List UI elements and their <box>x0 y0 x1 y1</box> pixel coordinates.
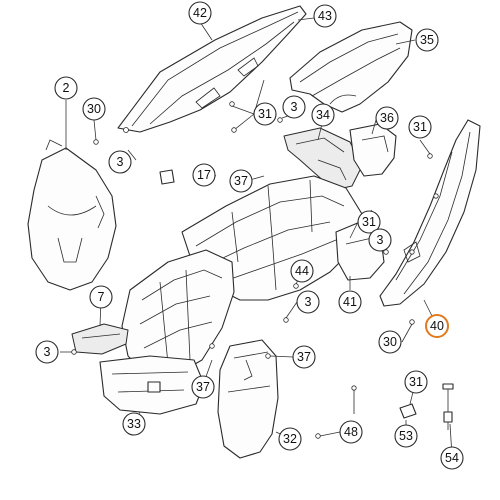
callout-31-center: 31 <box>357 210 381 234</box>
callout-3-upper-center: 3 <box>282 95 306 119</box>
callout-label: 3 <box>305 295 312 309</box>
callout-label: 7 <box>98 290 105 304</box>
callout-label: 2 <box>63 81 70 95</box>
screws <box>71 101 433 439</box>
callout-label: 30 <box>383 335 397 349</box>
callout-31-upper: 31 <box>253 102 277 126</box>
callout-54: 54 <box>440 446 464 470</box>
callout-37-middle: 37 <box>292 345 316 369</box>
callout-17: 17 <box>192 163 216 187</box>
callout-label: 32 <box>283 432 297 446</box>
callout-label: 42 <box>193 6 207 20</box>
callout-label: 37 <box>196 380 210 394</box>
callout-7: 7 <box>89 285 113 309</box>
callout-41: 41 <box>338 290 362 314</box>
lower-mudguard <box>217 339 279 459</box>
callout-31-right: 31 <box>408 115 432 139</box>
callout-3-lower-left: 3 <box>35 340 59 364</box>
callout-3-left: 3 <box>108 150 132 174</box>
callout-label: 40 <box>430 319 444 333</box>
callout-label: 3 <box>377 233 384 247</box>
callouts: 42 43 35 2 30 31 3 34 <box>35 1 464 470</box>
callout-44: 44 <box>290 259 314 283</box>
callout-label: 3 <box>291 100 298 114</box>
callout-label: 43 <box>318 9 332 23</box>
callout-3-center-right: 3 <box>368 228 392 252</box>
callout-30-lower: 30 <box>378 330 402 354</box>
callout-label: 44 <box>295 264 309 278</box>
side-panel-right <box>379 119 481 307</box>
callout-label: 37 <box>234 174 248 188</box>
callout-label: 31 <box>409 375 423 389</box>
callout-label: 36 <box>380 111 394 125</box>
callout-label: 41 <box>343 295 357 309</box>
callout-label: 31 <box>362 215 376 229</box>
callout-36: 36 <box>375 106 399 130</box>
seat-cowl <box>289 21 413 113</box>
callout-30-upper: 30 <box>82 97 106 121</box>
callout-33: 33 <box>122 412 146 436</box>
side-panel-upper <box>117 5 307 133</box>
fender-plate <box>71 323 129 355</box>
callout-42: 42 <box>188 1 212 25</box>
callout-label: 34 <box>316 108 330 122</box>
callout-label: 54 <box>445 451 459 465</box>
callout-label: 53 <box>399 429 413 443</box>
clip-part <box>159 169 175 185</box>
callout-label: 3 <box>117 155 124 169</box>
callout-37-lower: 37 <box>191 375 215 399</box>
callout-label: 30 <box>87 102 101 116</box>
callout-label: 37 <box>297 350 311 364</box>
callout-label: 31 <box>413 120 427 134</box>
callout-label: 35 <box>420 33 434 47</box>
callout-32: 32 <box>278 427 302 451</box>
bolt-parts <box>351 383 454 430</box>
callout-53: 53 <box>394 424 418 448</box>
callout-37-upper: 37 <box>229 169 253 193</box>
callout-label: 48 <box>344 425 358 439</box>
callout-label: 3 <box>44 345 51 359</box>
callout-34: 34 <box>311 103 335 127</box>
callout-43: 43 <box>313 4 337 28</box>
callout-48: 48 <box>339 420 363 444</box>
callout-35: 35 <box>415 28 439 52</box>
callout-label: 33 <box>127 417 141 431</box>
callout-label: 31 <box>258 107 272 121</box>
callout-3-center: 3 <box>296 290 320 314</box>
callout-2: 2 <box>54 76 78 100</box>
headlight-mask <box>27 139 117 291</box>
callout-40-highlighted: 40 <box>425 314 449 338</box>
highlight-ring <box>425 314 449 338</box>
callout-31-lower: 31 <box>404 370 428 394</box>
lower-rear-assembly <box>99 355 205 415</box>
callout-label: 17 <box>197 168 211 182</box>
